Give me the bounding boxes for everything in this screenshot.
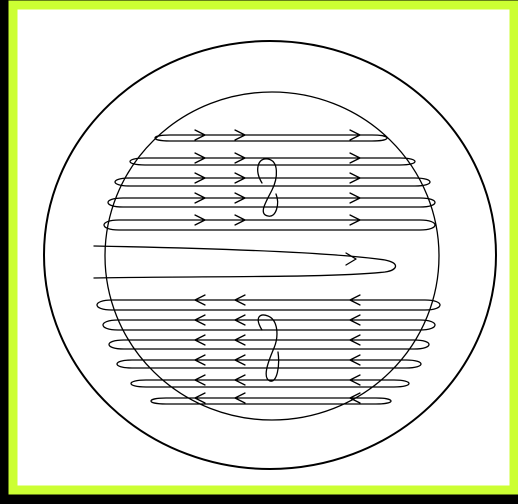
diagram-canvas: [0, 0, 518, 504]
